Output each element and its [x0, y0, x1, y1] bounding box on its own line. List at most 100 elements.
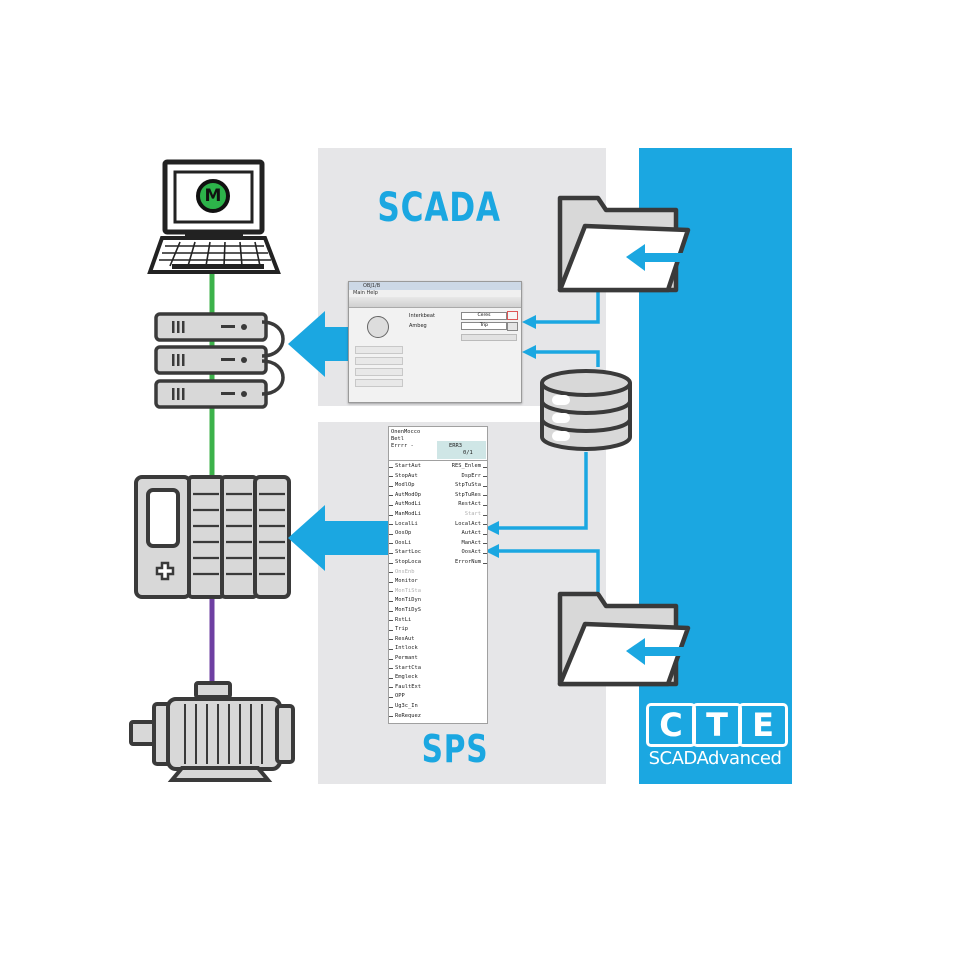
cte-tagline: SCADAdvanced — [648, 748, 782, 769]
fb-output-tick — [483, 504, 487, 506]
fb-output-tick — [483, 562, 487, 564]
fb-input-pin: OosOp — [395, 530, 412, 537]
m-logo-letter: M — [204, 186, 222, 206]
fb-input-pin: LocalLi — [395, 520, 418, 527]
fb-output-pin: ManAct — [461, 539, 481, 546]
folder-top-arrow — [626, 244, 690, 271]
fb-input-pin: Permant — [395, 655, 418, 661]
hmi-ok-button[interactable] — [507, 322, 518, 331]
fb-input-pin: OosLi — [395, 539, 412, 546]
fb-input-tick — [389, 495, 393, 497]
fb-input-pin: MonTiDyn — [395, 597, 421, 604]
fb-input-pin: StartAut — [395, 463, 421, 469]
fb-header-line: Errrr - — [391, 443, 414, 449]
fb-input-pin: MonTiSta — [395, 587, 421, 594]
fb-input-pin: Trip — [395, 626, 408, 633]
fb-input-tick — [389, 533, 393, 535]
fb-input-pin: ResAut — [395, 635, 415, 642]
fb-output-tick — [483, 514, 487, 516]
fb-header-line: ERR3 — [449, 443, 462, 449]
fb-input-pin: StopAut — [395, 472, 418, 479]
fb-output-tick — [483, 466, 487, 468]
fb-header-highlight — [437, 441, 486, 459]
fb-input-pin: ReRequez — [395, 712, 421, 719]
sps-label: SPS — [421, 727, 489, 771]
fb-input-tick — [389, 629, 393, 631]
fb-output-pin: DspErr — [461, 472, 481, 479]
fb-input-pin: AutModOp — [395, 491, 421, 498]
fb-input-tick — [389, 552, 393, 554]
fb-output-tick — [483, 476, 487, 478]
fb-output-pin: OosAct — [461, 549, 481, 556]
fb-input-tick — [389, 504, 393, 506]
fb-input-tick — [389, 562, 393, 564]
fb-output-tick — [483, 495, 487, 497]
fb-input-tick — [389, 648, 393, 650]
hmi-toolbar — [349, 297, 521, 308]
hmi-field-bar-4 — [355, 368, 403, 376]
m-logo-icon — [196, 179, 230, 213]
fb-output-pin: RestAct — [458, 501, 481, 508]
scada-left-arrow — [288, 311, 350, 377]
hmi-faceplate-window: OBJ1/B Main Help Interkbeat Ceres Ambeg … — [348, 281, 522, 403]
fb-output-pin: StpTuRes — [455, 491, 481, 498]
fb-output-tick — [483, 524, 487, 526]
laptop-icon — [147, 159, 281, 274]
motor-icon — [129, 681, 295, 782]
fb-input-tick — [389, 610, 393, 612]
fb-input-tick — [389, 524, 393, 526]
hmi-menu-bar: Main Help — [349, 290, 521, 297]
fb-input-tick — [389, 706, 393, 708]
folder-bottom-arrow — [626, 638, 690, 665]
fb-input-pin: ModlOp — [395, 482, 415, 489]
fb-input-tick — [389, 696, 393, 698]
cte-logo-c: C — [646, 703, 696, 747]
fb-input-tick — [389, 620, 393, 622]
fb-input-pin: StartCta — [395, 664, 421, 671]
cte-logo-t: T — [692, 703, 742, 747]
fb-input-tick — [389, 658, 393, 660]
fb-header-line: 0/1 — [463, 450, 473, 456]
fb-input-pin: Emgleck — [395, 674, 418, 681]
server-stack-icon — [154, 312, 285, 409]
sps-left-arrow — [288, 505, 390, 571]
fb-input-tick — [389, 677, 393, 679]
fb-header-line: OnenMocco — [391, 429, 421, 435]
plc-icon — [134, 475, 291, 599]
fb-output-pin: RES_Enlem — [451, 463, 481, 469]
fb-input-tick — [389, 600, 393, 602]
hmi-action-button[interactable] — [507, 311, 518, 320]
hmi-row-value-2[interactable]: Trip — [461, 322, 507, 330]
fb-output-pin: LocalAct — [455, 520, 481, 527]
hmi-field-bar-1 — [461, 334, 517, 341]
fb-input-pin: Ug3c_In — [395, 703, 418, 709]
hmi-field-bar-5 — [355, 379, 403, 387]
fb-input-pin: StopLoca — [395, 559, 421, 565]
hmi-motor-symbol — [367, 316, 389, 338]
scada-label: SCADA — [377, 185, 501, 231]
hmi-row-label-1: Interkbeat — [409, 313, 435, 319]
fb-input-pin: OnsEnb — [395, 568, 415, 575]
fb-output-tick — [483, 485, 487, 487]
hmi-row-value-1[interactable]: Ceres — [461, 312, 507, 320]
hmi-row-label-2: Ambeg — [409, 323, 427, 329]
fb-output-tick — [483, 543, 487, 545]
fb-input-pin: OPP — [395, 693, 405, 700]
fb-input-pin: Monitor — [395, 578, 418, 585]
fb-output-tick — [483, 552, 487, 554]
fb-input-tick — [389, 687, 393, 689]
hmi-field-bar-3 — [355, 357, 403, 365]
fb-output-pin: AutAct — [461, 530, 481, 537]
fb-input-tick — [389, 476, 393, 478]
fb-input-pin: ManModLi — [395, 511, 421, 517]
folder-top-icon — [557, 195, 691, 293]
fb-input-pin: AutModLi — [395, 501, 421, 508]
fb-input-tick — [389, 485, 393, 487]
fb-divider — [389, 460, 487, 461]
cte-logo-e: E — [738, 703, 788, 747]
fb-output-pin: ErrorNum — [455, 559, 481, 565]
fb-output-pin: StpTuSta — [455, 482, 481, 489]
fb-input-tick — [389, 543, 393, 545]
fb-header-line: Betl — [391, 436, 404, 442]
